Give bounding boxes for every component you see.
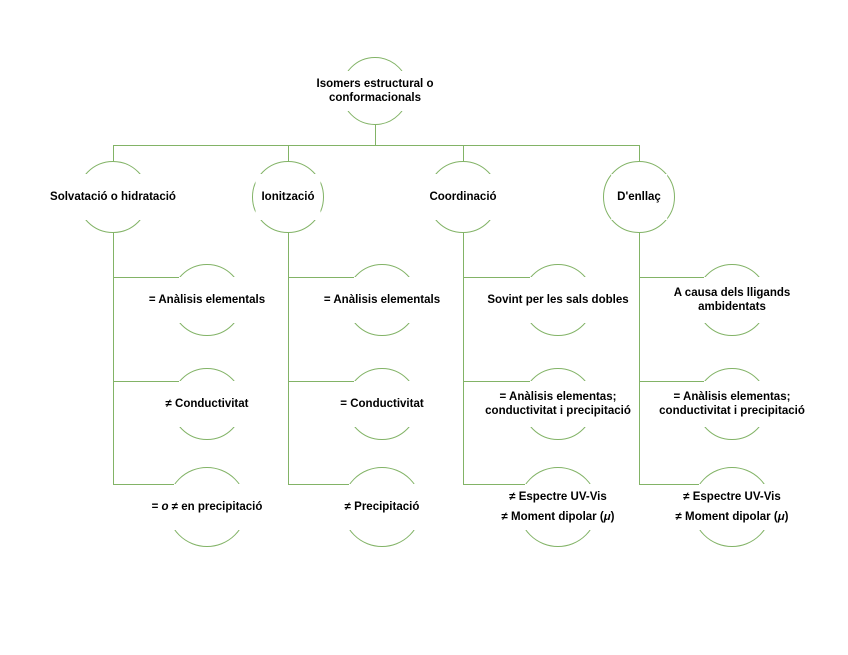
connector-drop-denllac [639, 145, 640, 161]
connector-den-child-3 [639, 484, 699, 485]
connector-coo-child-2 [463, 381, 530, 382]
node-text-line1: A causa dels lligands [673, 287, 791, 299]
node-ionitzacio-label: Ionització [255, 174, 321, 220]
connector-coo-child-1 [463, 277, 530, 278]
node-text: Sovint per les sals dobles [487, 294, 629, 306]
node-coordinacio-text: Coordinació [429, 191, 497, 203]
connector-root-drop [375, 125, 376, 145]
node-label: = Conductivitat [334, 381, 430, 427]
trunk-denllac [639, 233, 640, 484]
text-prefix: ≠ Moment dipolar ( [675, 511, 778, 523]
node-denllac-circle [603, 161, 675, 233]
node-root-label: Isomers estructural o conformacionals [310, 71, 440, 111]
text-italic-o: o [161, 501, 169, 513]
node-text: ≠ Conductivitat [165, 398, 249, 410]
connector-bus [113, 145, 640, 146]
node-label: = Anàlisis elementals [142, 277, 272, 323]
node-ionitzacio-circle [252, 161, 324, 233]
connector-ion-child-1 [288, 277, 354, 278]
node-label: = Anàlisis elementas; conductivitat i pr… [479, 381, 637, 427]
connector-drop-solvatacio [113, 145, 114, 161]
text-suffix: ) [784, 511, 789, 523]
connector-den-child-1 [639, 277, 704, 278]
node-root-line2: conformacionals [328, 92, 422, 104]
connector-sol-child-2 [113, 381, 179, 382]
trunk-ionitzacio [288, 233, 289, 484]
node-text-line1: = Anàlisis elementas; [499, 391, 617, 403]
connector-drop-ionitzacio [288, 145, 289, 161]
node-text-line1: ≠ Espectre UV-Vis [683, 491, 781, 503]
text-suffix: ) [610, 511, 615, 523]
node-denllac-text: D'enllaç [617, 191, 661, 203]
node-text: ≠ Precipitació [344, 501, 420, 513]
connector-sol-child-3 [113, 484, 174, 485]
node-label: ≠ Espectre UV-Vis ≠ Moment dipolar (μ) [495, 484, 621, 530]
connector-ion-child-2 [288, 381, 354, 382]
connector-coo-child-3 [463, 484, 525, 485]
node-label: Sovint per les sals dobles [481, 277, 635, 323]
node-label: = Anàlisis elementas; conductivitat i pr… [653, 381, 811, 427]
node-label: A causa dels lligands ambidentats [667, 277, 797, 323]
node-label: ≠ Espectre UV-Vis ≠ Moment dipolar (μ) [669, 484, 795, 530]
node-text: = Conductivitat [340, 398, 424, 410]
node-label: ≠ Precipitació [338, 484, 426, 530]
text-italic-mu: μ [777, 511, 785, 523]
node-text-line2: ≠ Moment dipolar (μ) [676, 507, 789, 527]
text-prefix: = [151, 501, 162, 513]
node-label: ≠ Conductivitat [159, 381, 255, 427]
node-label: = Anàlisis elementals [317, 277, 447, 323]
node-coordinacio-label: Coordinació [423, 174, 503, 220]
node-text-line2: ≠ Moment dipolar (μ) [502, 507, 615, 527]
node-text: = Anàlisis elementals [323, 294, 441, 306]
node-label: = o ≠ en precipitació [145, 484, 269, 530]
node-ionitzacio-text: Ionització [261, 191, 315, 203]
node-solvatacio-text: Solvatació o hidratació [50, 191, 176, 203]
connector-den-child-2 [639, 381, 704, 382]
node-text-line1: ≠ Espectre UV-Vis [509, 491, 607, 503]
text-italic-mu: μ [603, 511, 611, 523]
node-text-line2: conductivitat i precipitació [659, 405, 805, 417]
text-suffix: ≠ en precipitació [168, 501, 263, 513]
node-text: = Anàlisis elementals [148, 294, 266, 306]
trunk-coordinacio [463, 233, 464, 484]
node-root-line1: Isomers estructural o [316, 78, 434, 90]
text-prefix: ≠ Moment dipolar ( [501, 511, 604, 523]
node-text-line2: conductivitat i precipitació [485, 405, 631, 417]
node-solvatacio-label: Solvatació o hidratació [44, 174, 182, 220]
trunk-solvatacio [113, 233, 114, 484]
node-text-line2: ambidentats [698, 301, 766, 313]
node-text-line1: = Anàlisis elementas; [673, 391, 791, 403]
node-text: = o ≠ en precipitació [152, 500, 263, 514]
connector-ion-child-3 [288, 484, 349, 485]
connector-drop-coordinacio [463, 145, 464, 161]
node-denllac-label: D'enllaç [611, 174, 667, 220]
connector-sol-child-1 [113, 277, 179, 278]
